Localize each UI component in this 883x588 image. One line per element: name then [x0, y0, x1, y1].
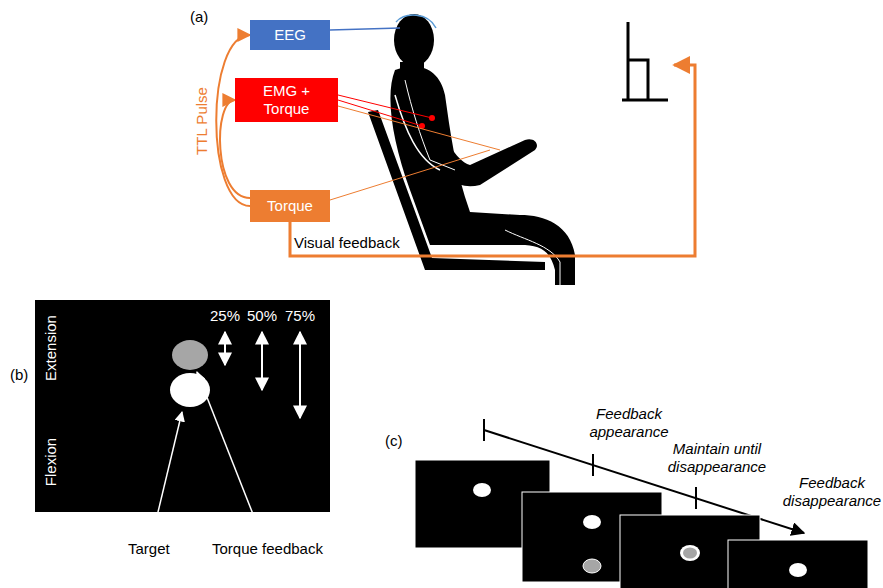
label: Torque feedback	[212, 540, 323, 558]
label: (c)	[385, 432, 403, 450]
node-text: Flexion	[42, 438, 60, 486]
eeg-wire	[330, 28, 400, 30]
electrode	[429, 115, 435, 121]
leader-arrow	[197, 372, 262, 537]
feedback-line	[290, 65, 695, 256]
label: (b)	[10, 366, 28, 384]
target-dot	[583, 515, 601, 529]
label: Feedback appearance	[584, 405, 674, 441]
label: Feedback disappearance	[782, 474, 882, 510]
feedback-dot	[583, 559, 601, 573]
torque-box: Torque	[250, 190, 330, 222]
emg-box: EMG + Torque	[235, 78, 338, 122]
edge-label: TTL Pulse	[193, 87, 211, 155]
feedback-dot	[683, 548, 697, 559]
screen-panel: ExtensionFlexion 25% 50% 75%	[35, 300, 330, 512]
label: Maintain until disappearance	[662, 440, 772, 476]
node-text: 75%	[285, 307, 315, 325]
range-arrow	[299, 332, 301, 418]
torque-wire	[338, 106, 500, 150]
node-text: EMG + Torque	[251, 82, 323, 118]
label: Target	[128, 540, 170, 558]
feedback-circle	[172, 340, 208, 370]
monitor-symbol	[622, 22, 668, 100]
node-text: Torque	[267, 197, 313, 215]
target-dot	[473, 483, 491, 497]
tick	[483, 419, 485, 441]
node-text: EEG	[274, 26, 306, 44]
range-arrow	[261, 332, 263, 390]
tick	[592, 454, 594, 476]
node-text: 25%	[210, 307, 240, 325]
eeg-box: EEG	[250, 20, 330, 50]
leader-arrow	[152, 412, 182, 537]
label: Visual feedback	[294, 234, 400, 252]
node-text: 50%	[247, 307, 277, 325]
label: (a)	[190, 8, 208, 26]
node-text: Extension	[42, 315, 60, 381]
range-arrow	[224, 332, 226, 365]
emg-wire	[338, 100, 422, 126]
target-dot	[680, 545, 700, 561]
target-dot	[789, 563, 807, 577]
screen	[35, 300, 330, 512]
torque-wire	[330, 150, 490, 200]
tick	[695, 487, 697, 509]
